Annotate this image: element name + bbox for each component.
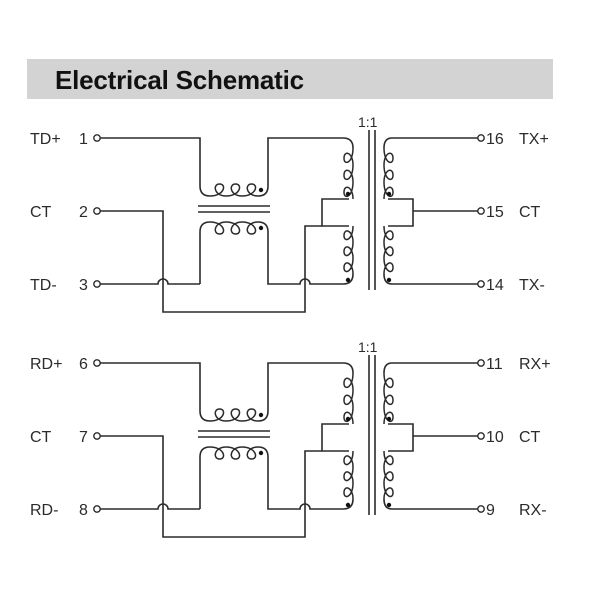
polarity-dot xyxy=(386,416,392,422)
primary-upper-winding xyxy=(343,147,354,200)
pin-label-rd-plus: RD+ xyxy=(30,356,62,373)
choke-lower-winding xyxy=(209,221,259,235)
polarity-dot xyxy=(345,191,351,197)
pin-number-15: 15 xyxy=(486,204,504,221)
wire-center-tap xyxy=(100,210,322,313)
terminal-right-1 xyxy=(477,359,485,367)
terminal-left-2 xyxy=(93,432,101,440)
polarity-dot xyxy=(345,416,351,422)
terminal-right-2 xyxy=(477,432,485,440)
polarity-dot xyxy=(345,502,351,508)
pin-label-ct: CT xyxy=(30,429,52,446)
terminal-right-3 xyxy=(477,280,485,288)
pin-number-11: 11 xyxy=(486,356,503,373)
section-title: Electrical Schematic xyxy=(55,65,304,95)
pin-number-16: 16 xyxy=(486,131,504,148)
wire-choke-to-primary-top xyxy=(257,362,354,422)
primary-center-tap xyxy=(321,423,349,452)
polarity-dot xyxy=(386,277,392,283)
pin-label-tx-plus: TX+ xyxy=(519,131,549,148)
pin-number-7: 7 xyxy=(79,429,88,446)
pin-number-9: 9 xyxy=(486,502,495,519)
wire-secondary-bottom xyxy=(383,498,478,510)
pin-label-ct: CT xyxy=(30,204,52,221)
wire-pin-minus xyxy=(100,503,200,510)
wire-secondary-top xyxy=(383,362,478,374)
terminal-left-3 xyxy=(93,280,101,288)
secondary-lower-winding xyxy=(383,450,394,500)
terminal-left-1 xyxy=(93,134,101,142)
pin-number-8: 8 xyxy=(79,502,88,519)
terminal-left-1 xyxy=(93,359,101,367)
secondary-upper-winding xyxy=(383,147,394,200)
section-header: Electrical Schematic xyxy=(27,59,553,99)
secondary-center-tap xyxy=(388,198,414,227)
terminal-right-3 xyxy=(477,505,485,513)
wire-secondary-bottom xyxy=(383,273,478,285)
terminal-right-1 xyxy=(477,134,485,142)
pin-label-td-plus: TD+ xyxy=(30,131,61,148)
polarity-dot xyxy=(345,277,351,283)
pin-label-ct-right: CT xyxy=(519,204,541,221)
pin-label-tx-minus: TX- xyxy=(519,277,545,294)
primary-upper-winding xyxy=(343,372,354,425)
pin-number-2: 2 xyxy=(79,204,88,221)
pin-label-rd-minus: RD- xyxy=(30,502,58,519)
receive-channel: RD+ 6 CT 7 RD- 8 11 RX+ 10 CT 9 RX- 1:1 xyxy=(30,339,551,538)
turns-ratio-label: 1:1 xyxy=(358,339,378,355)
circuit-drawing xyxy=(93,130,485,313)
polarity-dot xyxy=(386,191,392,197)
choke-lower-winding xyxy=(209,446,259,460)
secondary-lower-winding xyxy=(383,225,394,275)
primary-center-tap xyxy=(321,198,349,227)
pin-label-td-minus: TD- xyxy=(30,277,57,294)
choke-upper-winding xyxy=(209,183,259,197)
polarity-dot xyxy=(258,187,264,193)
transmit-channel: TD+ 1 CT 2 TD- 3 16 TX+ 15 CT 14 TX- 1:1 xyxy=(30,114,549,313)
wire-choke-to-primary-bottom xyxy=(257,446,354,510)
polarity-dot xyxy=(258,412,264,418)
polarity-dot xyxy=(258,450,264,456)
pin-label-rx-minus: RX- xyxy=(519,502,547,519)
choke-upper-winding xyxy=(209,408,259,422)
wire-choke-to-primary-bottom xyxy=(257,221,354,285)
pin-label-rx-plus: RX+ xyxy=(519,356,551,373)
polarity-dot xyxy=(386,502,392,508)
circuit-drawing xyxy=(93,355,485,538)
pin-number-14: 14 xyxy=(486,277,504,294)
primary-lower-winding xyxy=(343,450,354,500)
terminal-right-2 xyxy=(477,207,485,215)
pin-number-1: 1 xyxy=(79,131,88,148)
wire-pin-plus xyxy=(100,137,211,197)
secondary-upper-winding xyxy=(383,372,394,425)
pin-label-ct-right: CT xyxy=(519,429,541,446)
wire-choke-lower-left xyxy=(199,221,211,284)
wire-choke-to-primary-top xyxy=(257,137,354,197)
pin-number-3: 3 xyxy=(79,277,88,294)
wire-pin-plus xyxy=(100,362,211,422)
terminal-left-3 xyxy=(93,505,101,513)
wire-center-tap xyxy=(100,435,322,538)
turns-ratio-label: 1:1 xyxy=(358,114,378,130)
wire-pin-minus xyxy=(100,278,200,285)
terminal-left-2 xyxy=(93,207,101,215)
primary-lower-winding xyxy=(343,225,354,275)
wire-secondary-top xyxy=(383,137,478,149)
polarity-dot xyxy=(258,225,264,231)
pin-number-6: 6 xyxy=(79,356,88,373)
pin-number-10: 10 xyxy=(486,429,504,446)
wire-choke-lower-left xyxy=(199,446,211,509)
secondary-center-tap xyxy=(388,423,414,452)
